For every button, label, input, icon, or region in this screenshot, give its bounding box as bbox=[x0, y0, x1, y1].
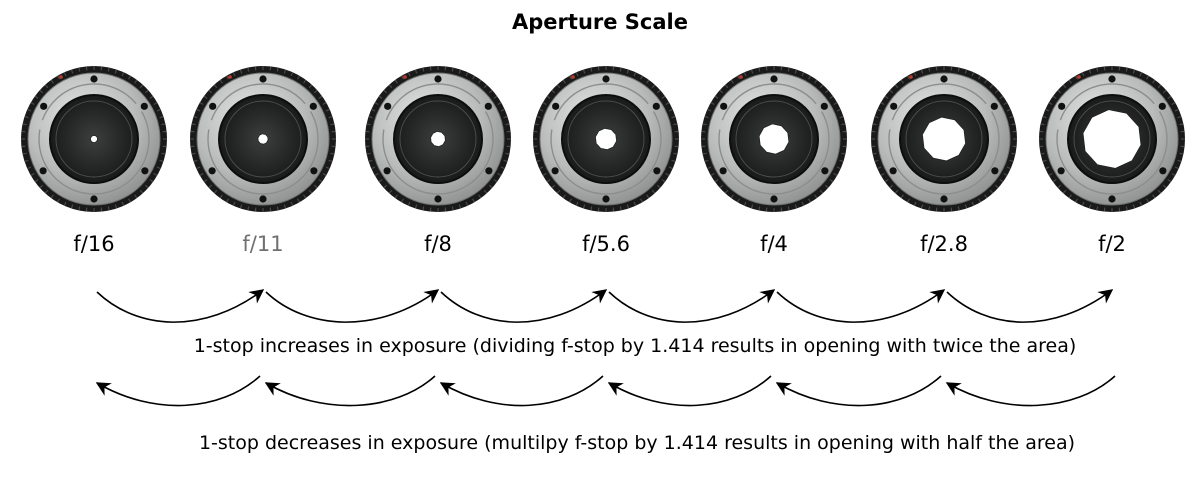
increase-arrow bbox=[946, 289, 1114, 323]
increase-arrow bbox=[440, 289, 608, 323]
increase-arrow bbox=[776, 289, 946, 323]
lens-5 bbox=[701, 66, 847, 212]
decrease-arrow bbox=[945, 375, 1116, 407]
lens-2 bbox=[190, 66, 336, 212]
lens-4 bbox=[533, 66, 679, 212]
decrease-arrow bbox=[775, 375, 942, 407]
fstop-label: f/2 bbox=[1098, 232, 1126, 256]
lens-index-dot bbox=[571, 75, 575, 79]
lens-index-dot bbox=[1077, 75, 1081, 79]
decrease-caption: 1-stop decreases in exposure (multilpy f… bbox=[199, 432, 1075, 454]
lens-knurling bbox=[871, 66, 1017, 212]
lens-knurling bbox=[1039, 66, 1185, 212]
lens-index-dot bbox=[909, 75, 913, 79]
aperture-opening bbox=[90, 134, 98, 144]
aperture-opening bbox=[594, 127, 618, 151]
lens-bayonet-arcs bbox=[718, 83, 830, 195]
fstop-label: f/2.8 bbox=[920, 232, 968, 256]
lens-bayonet-arcs bbox=[38, 83, 150, 195]
diagram-title: Aperture Scale bbox=[512, 10, 688, 34]
lens-knurling bbox=[21, 66, 167, 212]
lens-knurling bbox=[533, 66, 679, 212]
fstop-label: f/4 bbox=[760, 232, 788, 256]
increase-arrow bbox=[96, 289, 265, 323]
decrease-arrow bbox=[264, 375, 436, 407]
decrease-arrow bbox=[607, 375, 772, 407]
lens-screws bbox=[889, 75, 999, 203]
aperture-opening bbox=[758, 123, 790, 155]
lens-screws bbox=[383, 75, 493, 203]
aperture-opening bbox=[430, 130, 446, 148]
lens-index-dot bbox=[59, 75, 63, 79]
lens-bayonet-arcs bbox=[550, 83, 662, 195]
lens-screws bbox=[551, 75, 661, 203]
fstop-label: f/5.6 bbox=[582, 232, 630, 256]
lens-bayonet-arcs bbox=[207, 83, 319, 195]
lens-index-dot bbox=[228, 75, 232, 79]
lens-bayonet-arcs bbox=[888, 83, 1000, 195]
lens-7 bbox=[1039, 66, 1185, 212]
aperture-opening bbox=[1082, 109, 1142, 169]
lens-index-dot bbox=[739, 75, 743, 79]
increase-caption: 1-stop increases in exposure (dividing f… bbox=[194, 335, 1077, 357]
lens-bayonet-arcs bbox=[382, 83, 494, 195]
fstop-label: f/11 bbox=[242, 232, 283, 256]
lens-knurling bbox=[365, 66, 511, 212]
decrease-arrow bbox=[439, 375, 604, 407]
lens-screws bbox=[208, 75, 318, 203]
aperture-opening bbox=[921, 116, 967, 162]
decrease-arrow bbox=[95, 375, 261, 407]
lens-3 bbox=[365, 66, 511, 212]
fstop-label: f/16 bbox=[73, 232, 114, 256]
increase-arrow bbox=[265, 289, 440, 323]
lens-screws bbox=[39, 75, 149, 203]
aperture-opening bbox=[257, 133, 269, 145]
lens-index-dot bbox=[403, 75, 407, 79]
lens-screws bbox=[719, 75, 829, 203]
lens-knurling bbox=[190, 66, 336, 212]
fstop-label: f/8 bbox=[424, 232, 452, 256]
lens-1 bbox=[21, 66, 167, 212]
increase-arrow bbox=[608, 289, 776, 323]
lens-knurling bbox=[701, 66, 847, 212]
lens-screws bbox=[1057, 75, 1167, 203]
lens-6 bbox=[871, 66, 1017, 212]
lens-bayonet-arcs bbox=[1056, 83, 1168, 195]
